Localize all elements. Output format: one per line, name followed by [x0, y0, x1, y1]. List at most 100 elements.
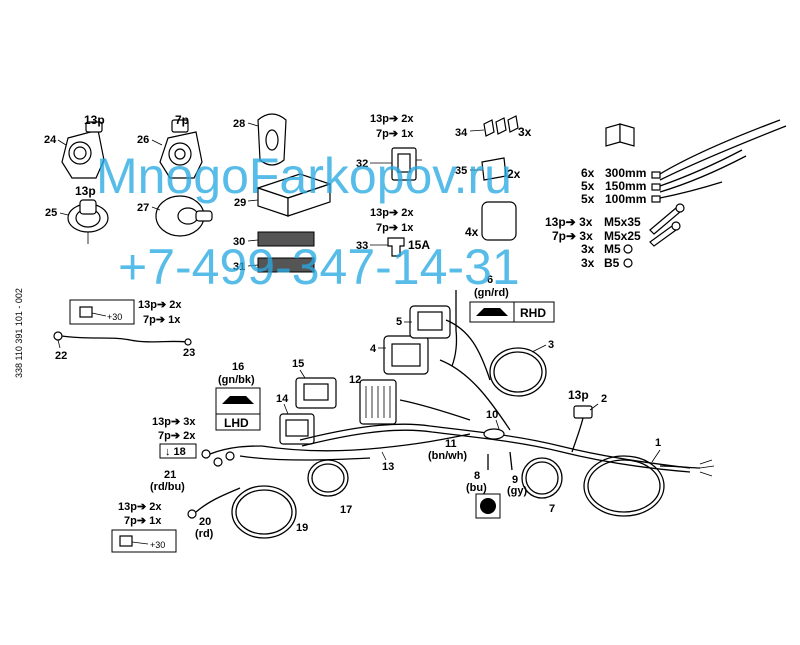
adhesive-pad-30 [257, 231, 315, 247]
socket-7p-label: 7p [175, 113, 189, 127]
screw-qty-4: 3x [581, 256, 595, 270]
wire-coil-17 [307, 459, 349, 497]
rhd-label: RHD [520, 306, 546, 320]
connector-15 [295, 377, 337, 409]
watermark-phone: +7-499-347-14-31 [118, 239, 520, 295]
qty-22-13p: 13p➔ 2x [138, 299, 182, 311]
callout-20: 20 [199, 516, 211, 528]
fog-light-icon [475, 493, 501, 519]
qty-22-7p: 7p➔ 1x [143, 314, 181, 326]
trailer-harness-1 [583, 455, 715, 517]
fuse-33 [387, 237, 405, 257]
callout-27: 27 [137, 202, 149, 214]
clips-qty: 3x [518, 125, 532, 139]
qty-18-13p: 13p➔ 3x [152, 416, 196, 428]
sleeve-11 [483, 428, 505, 440]
socket-7p-26 [159, 119, 203, 179]
color-11: (bn/wh) [428, 450, 467, 462]
callout-17: 17 [340, 504, 352, 516]
terminal-20 [187, 487, 241, 519]
grommet-plate-28 [257, 113, 287, 166]
callout-30: 30 [233, 236, 245, 248]
callout-31: 31 [233, 261, 245, 273]
tie-qty-1: 6x [581, 166, 595, 180]
ground-wire-22-23 [53, 331, 192, 346]
box-18 [159, 443, 197, 459]
tie-qty-3: 5x [581, 192, 595, 206]
callout-6: 6 [487, 274, 493, 286]
color-9: (gy) [507, 485, 528, 497]
qty-33-7p: 7p➔ 1x [376, 222, 414, 234]
callout-29: 29 [234, 197, 246, 209]
foam-pad-qty: 2x [507, 167, 521, 181]
socket-13p-label-b: 13p [75, 184, 96, 198]
drawing-number: 338 110 391 101 - 002 [14, 288, 24, 378]
callout-22: 22 [55, 350, 67, 362]
socket-13p-24 [61, 121, 105, 179]
gasket-27 [155, 195, 213, 237]
callout-8: 8 [474, 470, 480, 482]
screw-size-3: M5 [604, 242, 621, 256]
callout-15: 15 [292, 358, 304, 370]
socket-cover-25 [67, 199, 109, 244]
cable-ties [651, 119, 787, 203]
socket-13p-label: 13p [84, 113, 105, 127]
screws [623, 203, 685, 268]
connector-14 [279, 413, 315, 445]
rhd-box [469, 301, 555, 323]
screw-size-1: M5x35 [604, 215, 641, 229]
pad-qty: 4x [465, 225, 479, 239]
callout-3: 3 [548, 339, 554, 351]
control-module-29 [256, 173, 332, 217]
plus30-box-bottom [111, 529, 177, 553]
callout-11: 11 [445, 438, 457, 450]
fuse-rating: 15A [408, 238, 430, 252]
tie-size-2: 150mm [605, 179, 646, 193]
color-16: (gn/bk) [218, 374, 255, 386]
connector-2 [571, 405, 593, 453]
callout-13: 13 [382, 461, 394, 473]
callout-1: 1 [655, 437, 661, 449]
color-6: (gn/rd) [474, 287, 509, 299]
label-13p-near-2: 13p [568, 388, 589, 402]
callout-2: 2 [601, 393, 607, 405]
callout-10: 10 [486, 409, 498, 421]
screw-size-2: M5x25 [604, 229, 641, 243]
callout-14: 14 [276, 393, 289, 405]
wire-coil-3 [489, 347, 547, 397]
callout-28: 28 [233, 118, 245, 130]
callout-24: 24 [44, 134, 57, 146]
color-8: (bu) [466, 482, 487, 494]
clips-34 [483, 115, 519, 137]
plus30-box-top [69, 299, 135, 325]
qty-20-7p: 7p➔ 1x [124, 515, 162, 527]
color-20: (rd) [195, 528, 214, 540]
connector-32 [391, 147, 422, 181]
plus30-label-bottom: +30 [150, 540, 165, 550]
callout-26: 26 [137, 134, 149, 146]
callout-12: 12 [349, 374, 361, 386]
book-icon [605, 123, 635, 147]
screw-qty-1: 13p➔ 3x [545, 215, 593, 229]
connector-4 [383, 335, 429, 375]
tie-size-3: 100mm [605, 192, 646, 206]
callout-25: 25 [45, 207, 57, 219]
qty-18-7p: 7p➔ 2x [158, 430, 196, 442]
callout-35: 35 [455, 165, 467, 177]
lhd-label: LHD [224, 416, 249, 430]
color-21: (rd/bu) [150, 481, 185, 493]
wire-coil-7 [521, 457, 563, 499]
qty-20-13p: 13p➔ 2x [118, 501, 162, 513]
screw-size-4: B5 [604, 256, 620, 270]
callout-16: 16 [232, 361, 244, 373]
watermark-site: MnogoFarkopov.ru [96, 148, 512, 204]
qty-33-13p: 13p➔ 2x [370, 207, 414, 219]
callout-34: 34 [455, 127, 468, 139]
callout-19: 19 [296, 522, 308, 534]
callout-7: 7 [549, 503, 555, 515]
label-18: ↓ 18 [165, 446, 186, 458]
pad-4x [481, 201, 517, 241]
lhd-box [215, 387, 261, 431]
